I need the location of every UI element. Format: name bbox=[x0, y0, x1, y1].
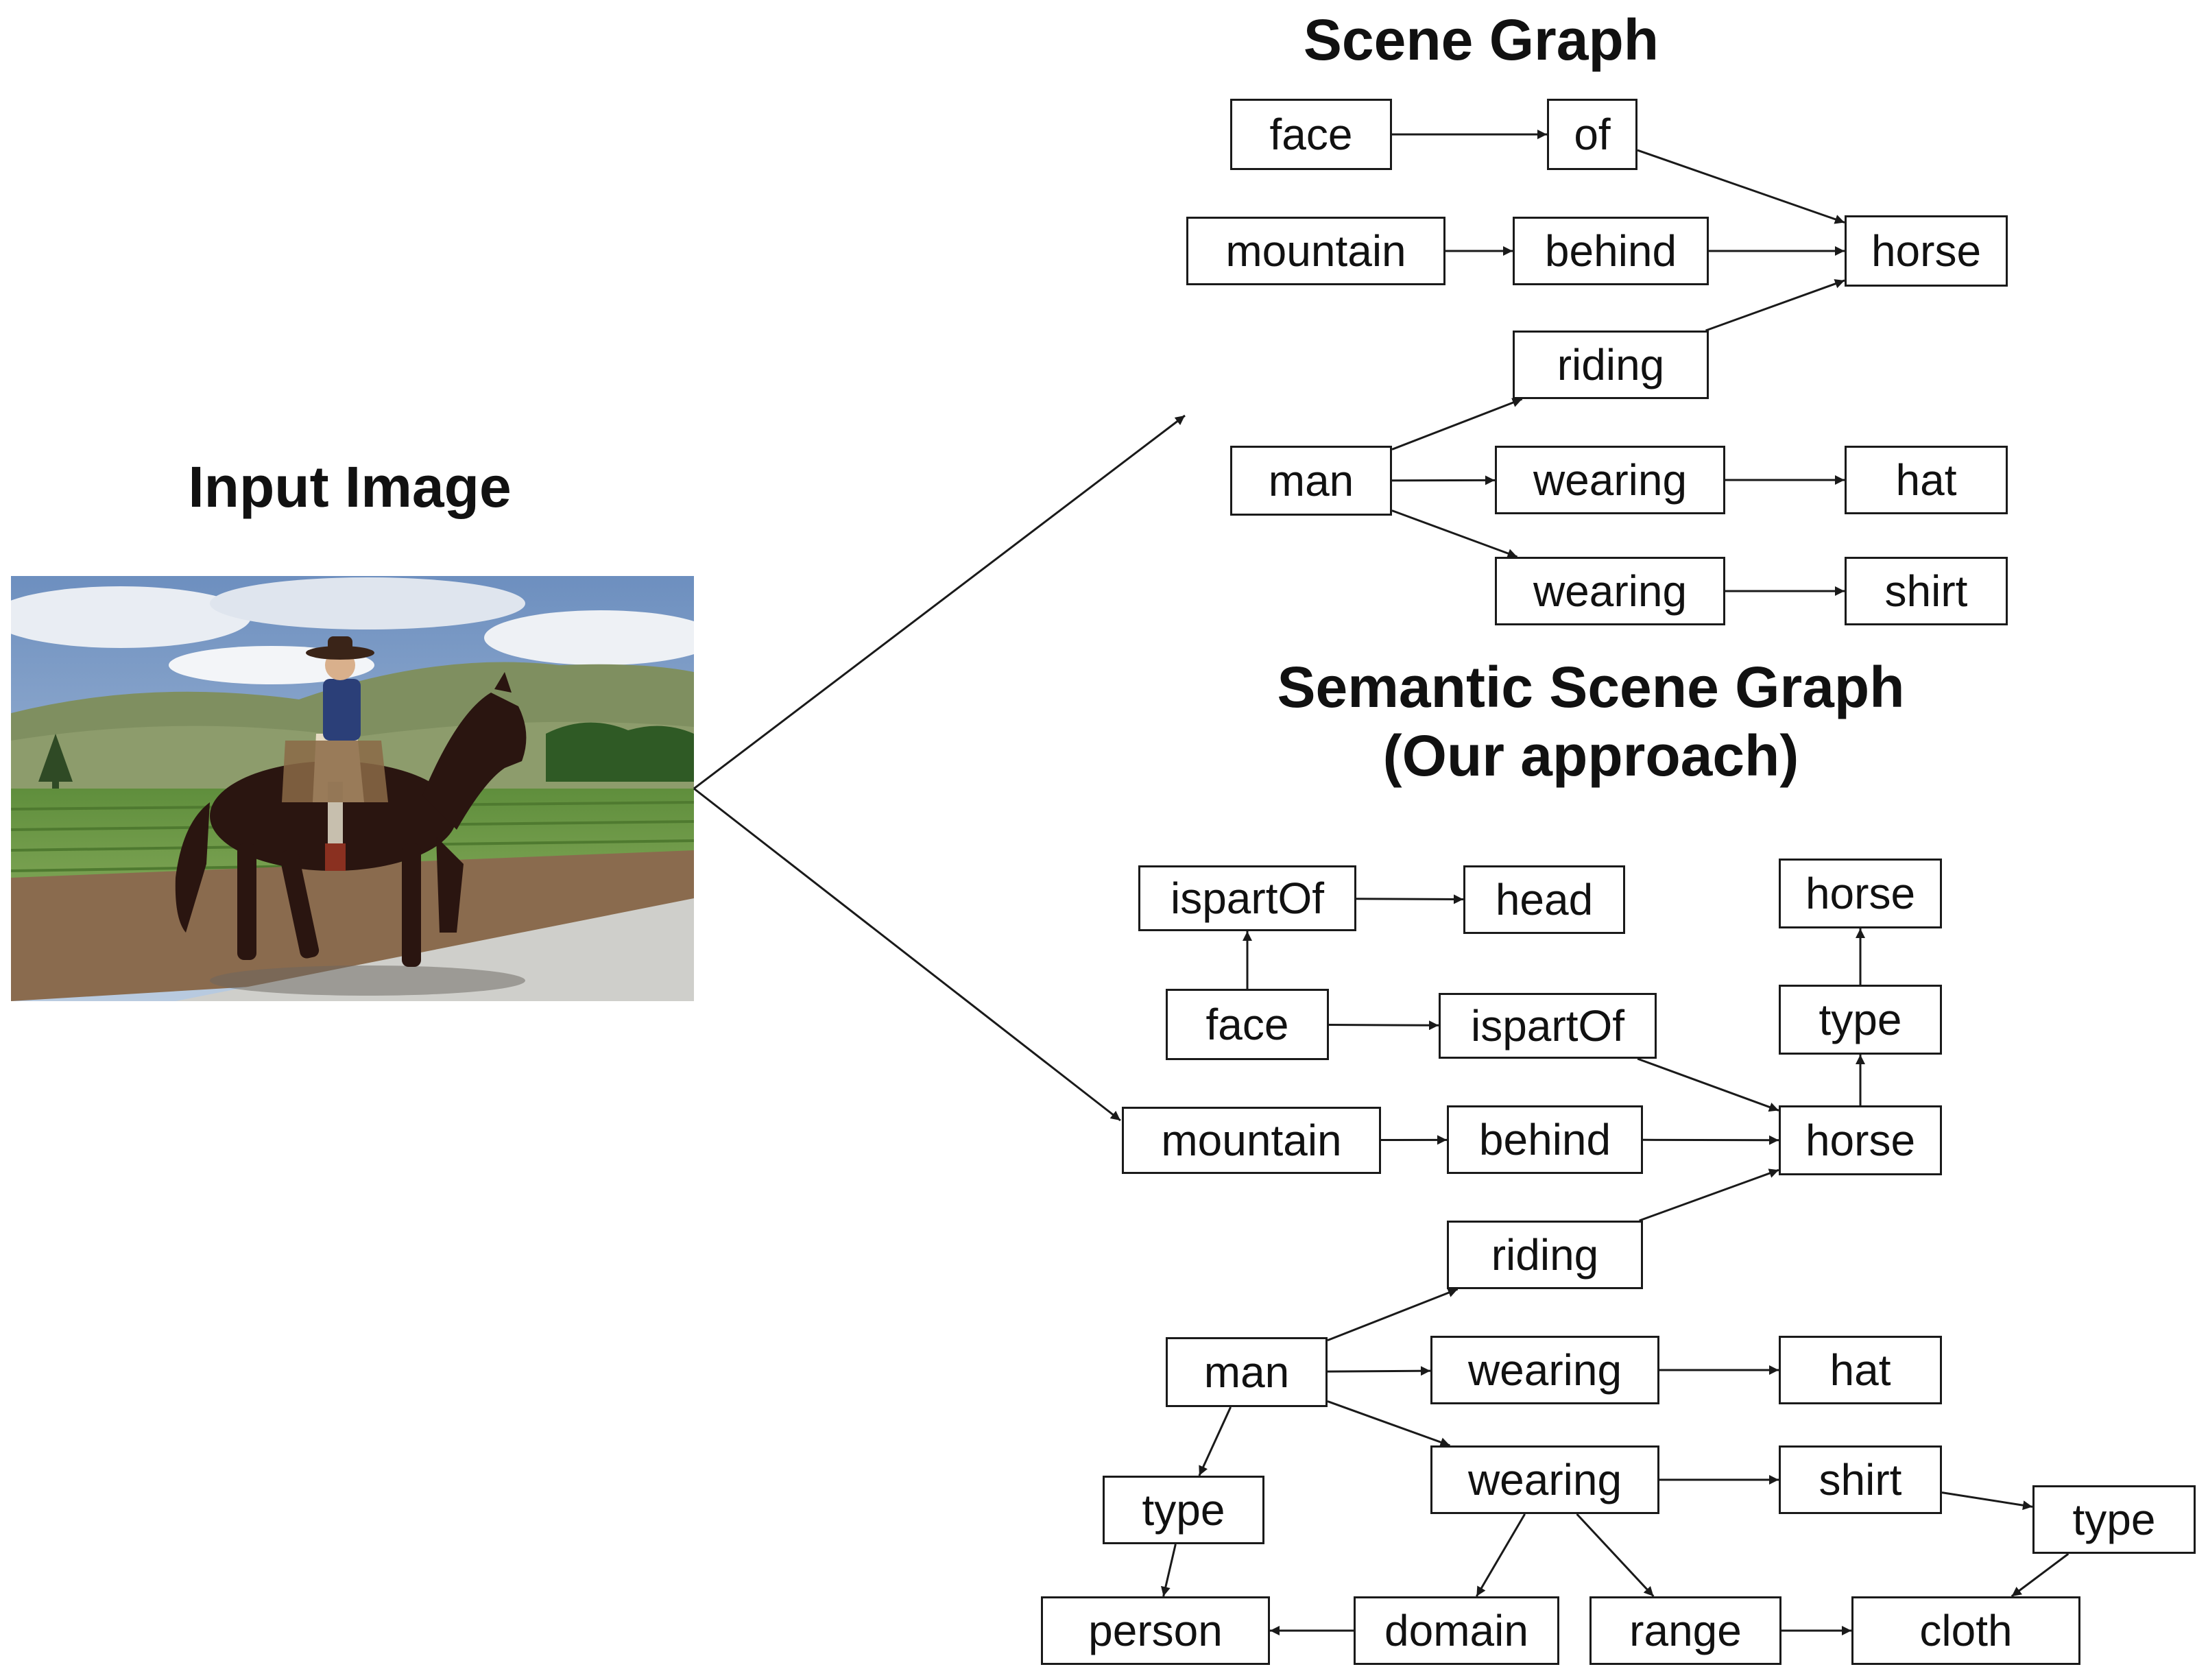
ssg-node-type-man: type bbox=[1103, 1476, 1264, 1544]
ssg-node-shirt: shirt bbox=[1779, 1445, 1942, 1514]
ssg-node-edge-ispartof-1-to-head bbox=[1356, 894, 1464, 904]
ssg-node-behind: behind bbox=[1447, 1105, 1643, 1174]
sg-node-of: of bbox=[1547, 99, 1637, 170]
sg-node-behind: behind bbox=[1513, 217, 1709, 285]
scene-graph-title: Scene Graph bbox=[1303, 8, 1659, 72]
input-photo bbox=[11, 576, 694, 1001]
ssg-node-type-shirt: type bbox=[2032, 1485, 2196, 1554]
sg-node-wearing-1: wearing bbox=[1495, 446, 1725, 514]
ssg-node-riding: riding bbox=[1447, 1221, 1643, 1289]
ssg-node-face: face bbox=[1166, 989, 1329, 1060]
input-image-title: Input Image bbox=[188, 455, 512, 519]
ssg-node-edge-face-to-ispartof-2 bbox=[1328, 1020, 1439, 1031]
ssg-node-horse-top: horse bbox=[1779, 859, 1942, 928]
ssg-node-type-horse: type bbox=[1779, 985, 1942, 1055]
ssg-node-wearing-2: wearing bbox=[1430, 1445, 1659, 1514]
ssg-node-edge-type-man-to-person bbox=[1161, 1544, 1177, 1597]
sg-node-face: face bbox=[1230, 99, 1392, 170]
semantic-scene-graph-subtitle: (Our approach) bbox=[1382, 723, 1799, 788]
ssg-node-edge-man-to-riding bbox=[1327, 1288, 1459, 1342]
ssg-node-man: man bbox=[1166, 1337, 1328, 1407]
ssg-node-edge-man-to-wearing-2 bbox=[1327, 1400, 1450, 1447]
sg-node-edge-man-to-wearing-2 bbox=[1391, 509, 1518, 558]
sg-node-man: man bbox=[1230, 446, 1392, 516]
sg-node-edge-man-to-riding bbox=[1391, 398, 1523, 451]
ssg-node-wearing-1: wearing bbox=[1430, 1336, 1659, 1404]
ssg-node-edge-type-shirt-to-cloth bbox=[2011, 1552, 2069, 1598]
ssg-node-range: range bbox=[1589, 1596, 1781, 1665]
sg-node-riding: riding bbox=[1513, 331, 1709, 399]
sg-node-mountain: mountain bbox=[1186, 217, 1445, 285]
ssg-node-domain: domain bbox=[1354, 1596, 1559, 1665]
horse-rider-photo bbox=[11, 576, 694, 1001]
sg-node-shirt: shirt bbox=[1845, 557, 2008, 625]
sg-node-horse: horse bbox=[1845, 215, 2008, 287]
ssg-node-edge-man-to-type-man bbox=[1198, 1406, 1232, 1476]
sg-node-wearing-2: wearing bbox=[1495, 557, 1725, 625]
ssg-node-head: head bbox=[1463, 865, 1625, 934]
ssg-node-mountain: mountain bbox=[1122, 1107, 1381, 1174]
ssg-node-edge-ispartof-2-to-horse bbox=[1637, 1057, 1779, 1112]
ssg-node-cloth: cloth bbox=[1851, 1596, 2080, 1665]
sg-node-edge-riding-to-horse bbox=[1705, 279, 1845, 332]
ssg-node-ispartof-1: ispartOf bbox=[1138, 865, 1356, 931]
ssg-node-edge-shirt-to-type-shirt bbox=[1941, 1491, 2033, 1511]
semantic-scene-graph-title: Semantic Scene Graph bbox=[1277, 655, 1905, 719]
ssg-node-edge-wearing-2-to-domain bbox=[1476, 1513, 1526, 1597]
sg-node-hat: hat bbox=[1845, 446, 2008, 514]
ssg-node-person: person bbox=[1041, 1596, 1270, 1665]
ssg-node-edge-wearing-2-to-range bbox=[1576, 1513, 1655, 1598]
ssg-node-ispartof-2: ispartOf bbox=[1439, 993, 1657, 1059]
arrow-to-semantic-graph bbox=[693, 787, 1121, 1122]
ssg-node-hat: hat bbox=[1779, 1336, 1942, 1404]
ssg-node-edge-riding-to-horse bbox=[1639, 1168, 1779, 1222]
sg-node-edge-of-to-horse bbox=[1637, 149, 1845, 224]
ssg-node-horse: horse bbox=[1779, 1105, 1942, 1175]
